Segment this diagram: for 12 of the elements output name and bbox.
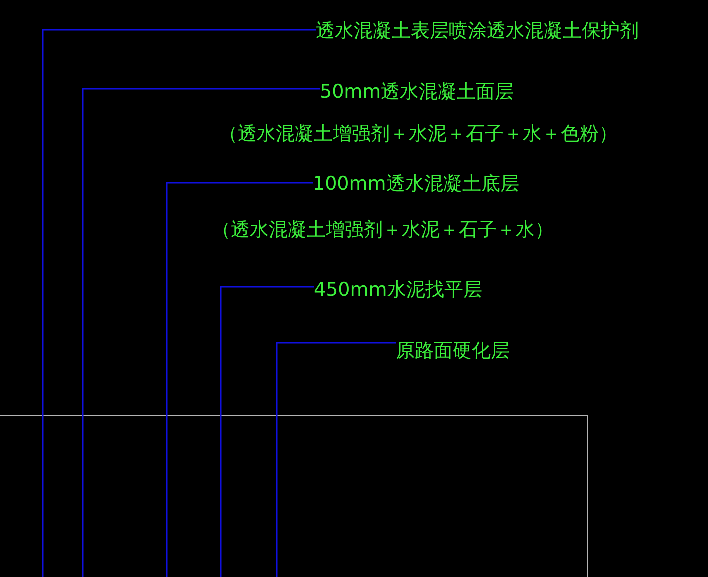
leader-line (166, 182, 313, 577)
layer-label: 原路面硬化层 (396, 339, 510, 363)
material-note: （透水混凝土增强剂＋水泥＋石子＋水＋色粉） (219, 122, 618, 146)
layer-label: 450mm水泥找平层 (314, 278, 482, 302)
layer-label: 透水混凝土表层喷涂透水混凝土保护剂 (316, 19, 639, 43)
leader-line (276, 342, 396, 577)
leader-line (82, 88, 320, 577)
layer-label: 100mm透水混凝土底层 (313, 172, 520, 196)
leader-line (220, 286, 314, 577)
material-note: （透水混凝土增强剂＋水泥＋石子＋水） (212, 218, 554, 242)
leader-line (42, 29, 316, 577)
layer-label: 50mm透水混凝土面层 (320, 80, 516, 104)
